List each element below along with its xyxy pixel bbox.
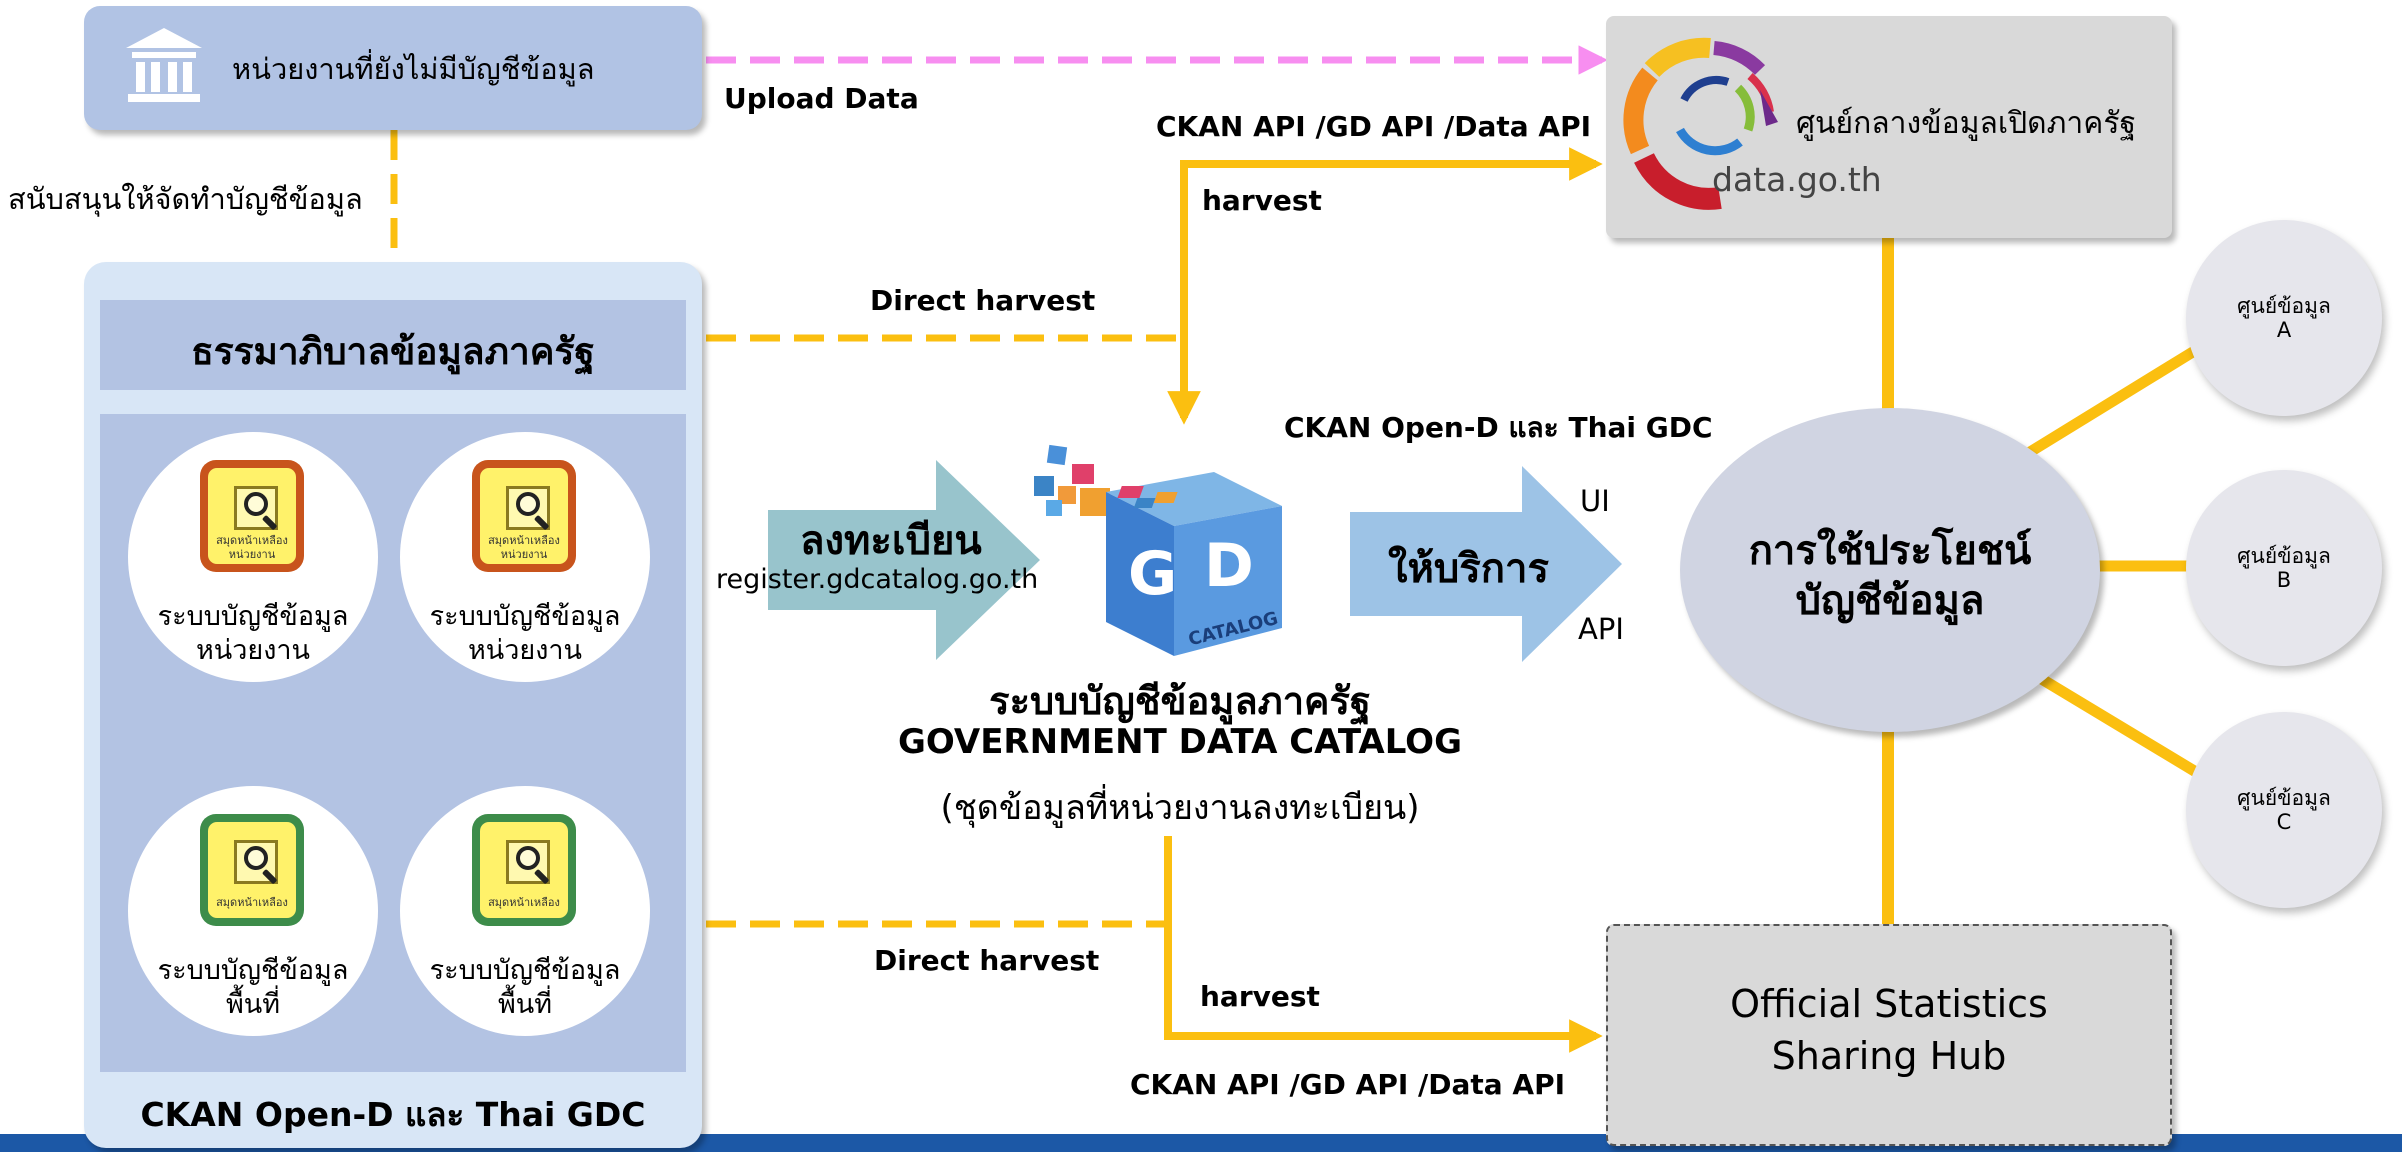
data-center-c: ศูนย์ข้อมูล C — [2186, 712, 2382, 908]
usage-hub-line2: บัญชีข้อมูล — [1795, 578, 1985, 624]
usage-hub-line1: การใช้ประโยชน์ — [1748, 528, 2032, 574]
gd-catalog-title-th: ระบบบัญชีข้อมูลภาครัฐ — [989, 679, 1371, 723]
stats-hub-box: Official Statistics Sharing Hub — [1606, 924, 2172, 1146]
yellow-pages-area-icon: สมุดหน้าเหลือง — [472, 814, 576, 926]
node-label-line2: พื้นที่ — [225, 989, 281, 1020]
register-arrow — [768, 460, 1040, 660]
node-label-line1: ระบบบัญชีข้อมูล — [429, 955, 621, 986]
harvest-top-label: harvest — [1202, 184, 1322, 217]
api-bottom-label: CKAN API /GD API /Data API — [1130, 1068, 1566, 1101]
direct-harvest-top-label: Direct harvest — [870, 284, 1096, 317]
node-label-line2: หน่วยงาน — [467, 635, 583, 666]
node-label-line1: ระบบบัญชีข้อมูล — [157, 955, 349, 986]
service-ui-label: UI — [1580, 484, 1610, 518]
node-label-line2: พื้นที่ — [497, 989, 553, 1020]
open-data-center-box: ศูนย์กลางข้อมูลเปิดภาครัฐ data.go.th — [1606, 16, 2172, 238]
gd-catalog-title-en: GOVERNMENT DATA CATALOG — [898, 722, 1462, 762]
node-label-line1: ระบบบัญชีข้อมูล — [157, 601, 349, 632]
support-label: สนับสนุนให้จัดทำบัญชีข้อมูล — [8, 182, 363, 216]
agency-without-catalog-box: หน่วยงานที่ยังไม่มีบัญชีข้อมูล — [84, 6, 702, 130]
data-go-th-logo — [1623, 37, 1778, 210]
direct-harvest-bottom-label: Direct harvest — [874, 944, 1100, 977]
data-center-b: ศูนย์ข้อมูล B — [2186, 470, 2382, 666]
harvest-bottom-label: harvest — [1200, 980, 1320, 1013]
governance-title: ธรรมาภิบาลข้อมูลภาครัฐ — [191, 330, 595, 373]
node-label-line2: หน่วยงาน — [195, 635, 311, 666]
stats-hub-line1: Official Statistics — [1730, 982, 2048, 1026]
service-arrow — [1350, 466, 1622, 662]
open-data-center-domain: data.go.th — [1712, 160, 1882, 199]
governance-footer: CKAN Open-D และ Thai GDC — [140, 1095, 646, 1134]
stats-hub-line2: Sharing Hub — [1771, 1034, 2007, 1078]
ckan-thai-gdc-label: CKAN Open-D และ Thai GDC — [1284, 411, 1713, 444]
catalog-node-area-2: สมุดหน้าเหลือง ระบบบัญชีข้อมูล พื้นที่ — [400, 786, 650, 1036]
logo-letter-g: G — [1128, 539, 1177, 609]
register-url: register.gdcatalog.go.th — [716, 564, 1039, 595]
service-label: ให้บริการ — [1388, 546, 1549, 592]
api-top-arrow — [1180, 147, 1603, 181]
governance-title-bar: ธรรมาภิบาลข้อมูลภาครัฐ — [100, 300, 686, 390]
data-center-a: ศูนย์ข้อมูล A — [2186, 220, 2382, 416]
catalog-node-agency-1: สมุดหน้าเหลือง หน่วยงาน ระบบบัญชีข้อมูล … — [128, 432, 378, 682]
open-data-center-title: ศูนย์กลางข้อมูลเปิดภาครัฐ — [1796, 106, 2136, 141]
catalog-node-agency-2: สมุดหน้าเหลือง หน่วยงาน ระบบบัญชีข้อมูล … — [400, 432, 650, 682]
spoke-c — [2037, 673, 2199, 777]
spoke-a — [2027, 345, 2199, 457]
gd-catalog-logo: G D CATALOG — [1034, 444, 1282, 656]
agency-without-catalog-label: หน่วยงานที่ยังไม่มีบัญชีข้อมูล — [232, 52, 595, 86]
usage-hub-ellipse: การใช้ประโยชน์ บัญชีข้อมูล — [1680, 408, 2100, 732]
yellow-pages-agency-icon: สมุดหน้าเหลือง หน่วยงาน — [472, 460, 576, 572]
upload-data-label: Upload Data — [724, 82, 919, 115]
catalog-node-area-1: สมุดหน้าเหลือง ระบบบัญชีข้อมูล พื้นที่ — [128, 786, 378, 1036]
api-top-label: CKAN API /GD API /Data API — [1156, 110, 1592, 143]
government-building-icon — [126, 28, 202, 102]
logo-letter-d: D — [1204, 531, 1254, 601]
node-label-line1: ระบบบัญชีข้อมูล — [429, 601, 621, 632]
register-label: ลงทะเบียน — [800, 518, 982, 564]
api-bottom-arrow — [1164, 836, 1603, 1053]
yellow-pages-area-icon: สมุดหน้าเหลือง — [200, 814, 304, 926]
yellow-pages-agency-icon: สมุดหน้าเหลือง หน่วยงาน — [200, 460, 304, 572]
service-api-label: API — [1578, 612, 1624, 646]
gd-catalog-subtitle: (ชุดข้อมูลที่หน่วยงานลงทะเบียน) — [940, 788, 1420, 828]
